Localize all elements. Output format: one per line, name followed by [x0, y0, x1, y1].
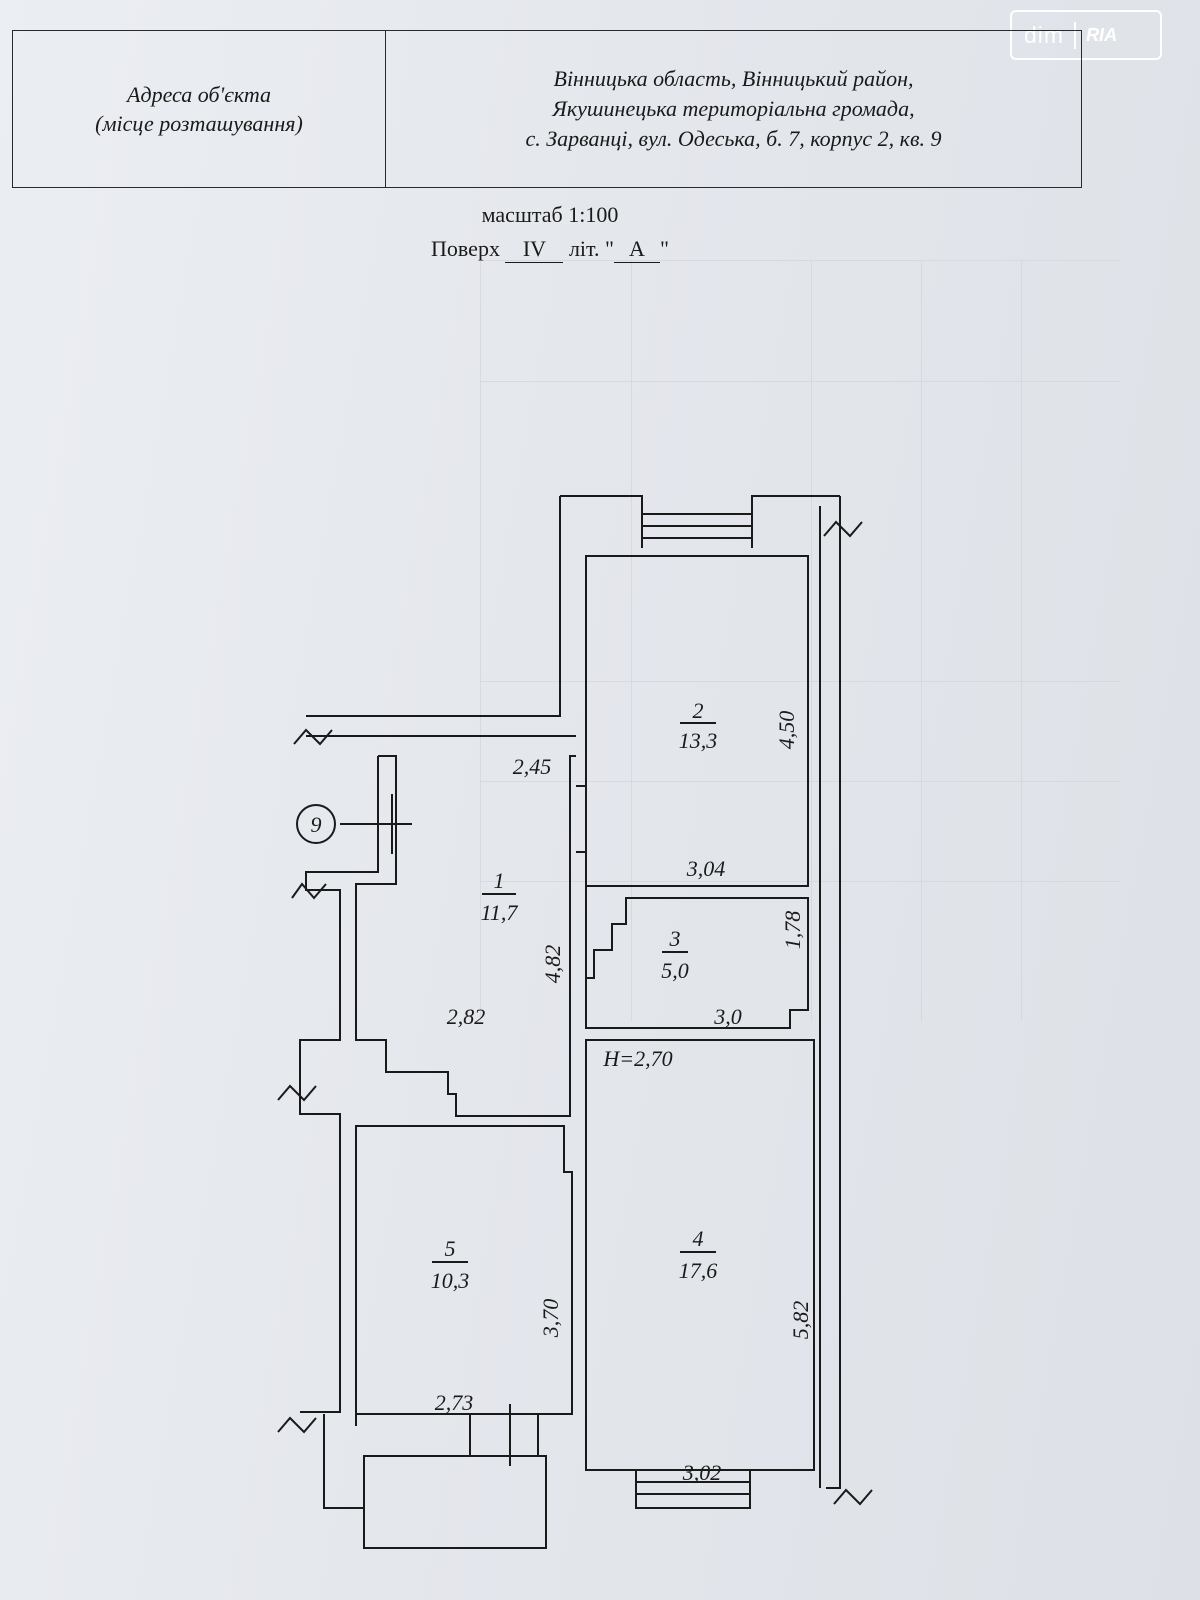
room-2-number: 2: [693, 698, 704, 723]
break-mark-left-upper: [293, 728, 333, 746]
room-2-outline: [585, 555, 809, 887]
floor-number: IV: [505, 236, 564, 263]
room-4-number: 4: [693, 1226, 704, 1251]
dim-ceiling-height: H=2,70: [602, 1046, 672, 1071]
floor-line: Поверх IV літ. "А": [0, 236, 1100, 263]
address-value-cell: Вінницька область, Вінницький район, Яку…: [386, 31, 1081, 187]
room-4-area: 17,6: [679, 1258, 718, 1283]
room-4-outline: [585, 1039, 815, 1471]
dim-room1-width: 2,82: [447, 1004, 486, 1029]
apartment-marker: 9: [311, 812, 322, 837]
apartment-marker-circle: [296, 804, 336, 844]
top-vent: [641, 514, 753, 548]
floor-lit: літ. ": [568, 236, 614, 261]
address-table: Адреса об'єкта (місце розташування) Вінн…: [12, 30, 1082, 188]
room-5-area: 10,3: [431, 1268, 470, 1293]
dim-room3-bottom: 3,0: [713, 1004, 742, 1029]
show-through-table: [480, 260, 1121, 1021]
entrance-door: [340, 794, 412, 854]
room-1-inner: [355, 755, 576, 1117]
dim-room2-side: 4,50: [774, 711, 799, 750]
room-1-area: 11,7: [481, 900, 519, 925]
room-3-area: 5,0: [661, 958, 689, 983]
room-4-window: [635, 1470, 751, 1509]
room-2-area: 13,3: [679, 728, 718, 753]
outer-wall-top: [560, 495, 840, 515]
floor-close: ": [659, 236, 669, 261]
balcony-door: [469, 1404, 539, 1466]
dim-room5-side: 3,70: [538, 1299, 563, 1339]
dim-room5-top: 2,73: [435, 1390, 474, 1415]
address-line1: Вінницька область, Вінницький район,: [553, 66, 914, 91]
watermark-dim: dim: [1012, 21, 1077, 49]
room-5-number: 5: [445, 1236, 456, 1261]
dim-room4-bottom: 3,02: [682, 1460, 722, 1485]
address-line2: Якушинецька територіальна громада,: [552, 96, 915, 121]
dim-room4-side: 5,82: [788, 1301, 813, 1340]
dim-room1-top: 2,45: [513, 754, 552, 779]
room-1-number: 1: [494, 868, 505, 893]
address-label-line1: Адреса об'єкта: [127, 82, 271, 107]
dim-room1-side: 4,82: [540, 945, 565, 984]
break-mark-bottom-right: [833, 1488, 873, 1506]
outer-wall-right: [826, 496, 841, 1489]
break-mark-left-balcony: [277, 1416, 317, 1434]
dim-room2-bottom: 3,04: [686, 856, 726, 881]
address-label-cell: Адреса об'єкта (місце розташування): [13, 31, 386, 187]
address-line3: с. Зарванці, вул. Одеська, б. 7, корпус …: [525, 126, 942, 151]
room-1-left-wall: [299, 756, 379, 1413]
door-marks: [576, 785, 586, 853]
break-mark-left-mid: [291, 882, 327, 900]
outer-wall-top-inner: [306, 496, 561, 717]
floor-prefix: Поверх: [431, 236, 500, 261]
break-mark-top-right: [823, 520, 863, 538]
scale-text: масштаб 1:100: [481, 202, 619, 227]
dim-ria-watermark: dim RIA: [1010, 10, 1162, 60]
break-mark-left-low: [277, 1084, 317, 1102]
room-3-outline: [585, 897, 809, 1029]
balcony-outline: [323, 1414, 547, 1549]
room-3-number: 3: [669, 926, 681, 951]
address-label-line2: (місце розташування): [95, 111, 303, 136]
dim-room3-side: 1,78: [780, 911, 805, 950]
watermark-ria: RIA: [1086, 24, 1118, 45]
floor-letter: А: [613, 236, 660, 263]
